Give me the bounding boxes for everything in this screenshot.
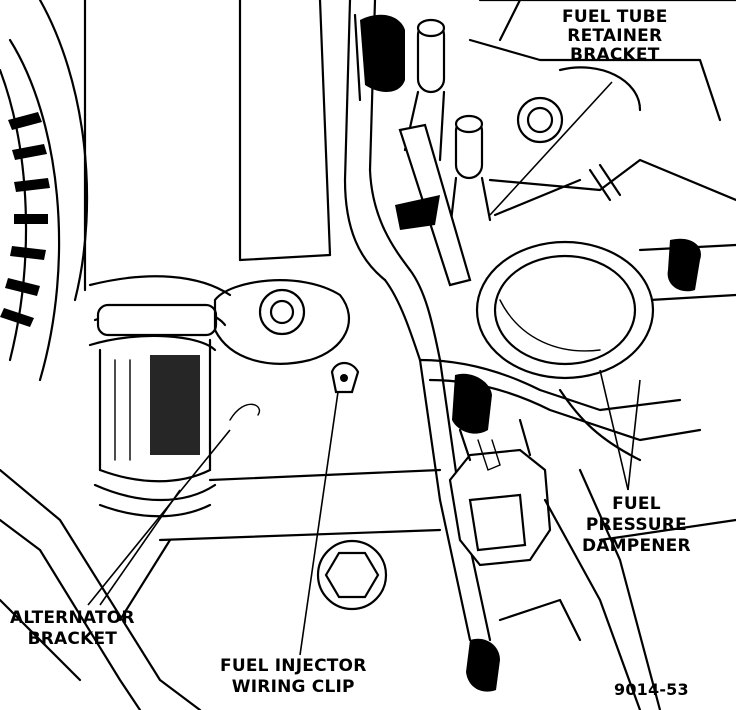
manifold-plate [316,0,492,642]
label-line: BRACKET [27,629,118,649]
leader-fuel-pressure-dampener-2 [627,379,641,491]
label-line: BRACKET [570,45,660,65]
label-fuel-injector-wiring-clip: FUEL INJECTOR WIRING CLIP [220,656,367,698]
engine-block [418,0,736,710]
leader-alternator-bracket-2 [99,489,181,606]
label-line: ALTERNATOR [10,608,135,628]
leader-fuel-injector-clip [299,391,339,656]
fuel-tubes [353,13,492,287]
leader-fuel-tube-retainer [489,81,613,216]
label-alternator-bracket: ALTERNATOR BRACKET [10,608,135,650]
label-line: FUEL [612,494,661,514]
pulley-ribs [0,112,50,327]
label-line: PRESSURE [585,515,687,535]
leader-alternator-bracket-1 [87,429,231,606]
leader-fuel-pressure-dampener-1 [599,369,629,491]
figure-id: 9014-53 [614,680,689,699]
label-line: RETAINER [567,26,663,46]
alternator-assembly [0,0,350,518]
label-line: FUEL TUBE [562,7,668,27]
alternator-bracket-drawing [0,468,442,710]
label-fuel-pressure-dampener: FUEL PRESSURE DAMPENER [582,494,691,557]
leader-lines [87,81,641,656]
label-line: WIRING CLIP [231,677,355,697]
label-line: FUEL INJECTOR [220,656,367,676]
label-line: DAMPENER [582,536,691,556]
label-fuel-tube-retainer-bracket: FUEL TUBE RETAINER BRACKET [562,8,668,65]
coil-spring [353,13,405,102]
